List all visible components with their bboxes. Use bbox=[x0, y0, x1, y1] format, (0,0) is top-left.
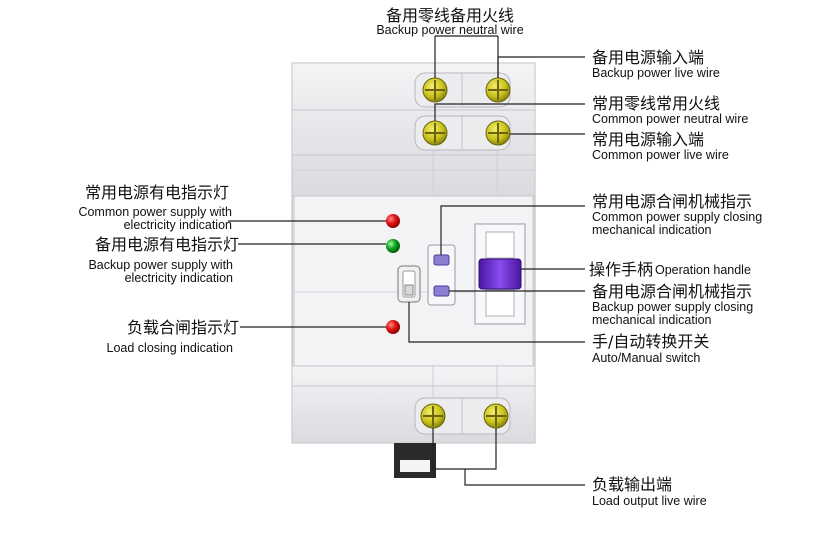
label-load-output-cn: 负载输出端 bbox=[592, 475, 672, 494]
operation-handle[interactable] bbox=[474, 223, 526, 325]
labels: 备用零线备用火线 Backup power neutral wire 备用电源输… bbox=[78, 6, 762, 508]
label-common-indicator-en1: Common power supply with bbox=[78, 205, 232, 219]
label-backup-indicator-cn: 备用电源有电指示灯 bbox=[95, 235, 239, 254]
label-load-indicator-cn: 负载合闸指示灯 bbox=[127, 318, 239, 337]
auto-manual-switch[interactable] bbox=[397, 265, 421, 303]
label-backup-neutral-live-en: Backup power neutral wire bbox=[376, 23, 523, 37]
label-load-indicator-en: Load closing indication bbox=[107, 341, 234, 355]
label-common-indicator-cn: 常用电源有电指示灯 bbox=[85, 183, 229, 202]
label-handle-cn: 操作手柄 bbox=[589, 260, 653, 279]
label-common-mech-en1: Common power supply closing bbox=[592, 210, 762, 224]
terminal-screw-common-live bbox=[485, 120, 511, 146]
label-load-output-en: Load output live wire bbox=[592, 494, 707, 508]
label-common-indicator-en2: electricity indication bbox=[124, 218, 232, 232]
label-backup-neutral-live-cn: 备用零线备用火线 bbox=[386, 6, 514, 25]
label-switch-cn: 手/自动转换开关 bbox=[592, 332, 709, 351]
label-backup-indicator-en1: Backup power supply with bbox=[88, 258, 233, 272]
label-backup-indicator-en2: electricity indication bbox=[125, 271, 233, 285]
led-backup-power bbox=[386, 239, 400, 253]
label-common-mech-cn: 常用电源合闸机械指示 bbox=[592, 192, 752, 211]
leader-lines bbox=[228, 35, 585, 486]
label-common-neutral-live-cn: 常用零线常用火线 bbox=[592, 94, 720, 113]
label-backup-mech-en1: Backup power supply closing bbox=[592, 300, 753, 314]
mech-indicator-common bbox=[433, 254, 450, 266]
label-backup-mech-cn: 备用电源合闸机械指示 bbox=[592, 282, 752, 301]
label-backup-input-cn: 备用电源输入端 bbox=[592, 48, 704, 67]
terminal-screw-backup-neutral bbox=[422, 77, 448, 103]
terminal-screw-common-neutral bbox=[422, 120, 448, 146]
label-backup-mech-en2: mechanical indication bbox=[592, 313, 712, 327]
label-handle-en: Operation handle bbox=[655, 263, 751, 277]
led-load-closing bbox=[386, 320, 400, 334]
label-common-neutral-live-en: Common power neutral wire bbox=[592, 112, 748, 126]
terminal-screw-backup-live bbox=[485, 77, 511, 103]
terminal-screw-load-live bbox=[483, 403, 509, 429]
mech-indicator-backup bbox=[433, 285, 450, 297]
terminal-screw-load-neutral bbox=[420, 403, 446, 429]
front-controls bbox=[386, 214, 526, 334]
led-common-power bbox=[386, 214, 400, 228]
label-backup-input-en: Backup power live wire bbox=[592, 66, 720, 80]
label-common-input-cn: 常用电源输入端 bbox=[592, 130, 704, 149]
label-common-mech-en2: mechanical indication bbox=[592, 223, 712, 237]
label-switch-en: Auto/Manual switch bbox=[592, 351, 700, 365]
label-common-input-en: Common power live wire bbox=[592, 148, 729, 162]
